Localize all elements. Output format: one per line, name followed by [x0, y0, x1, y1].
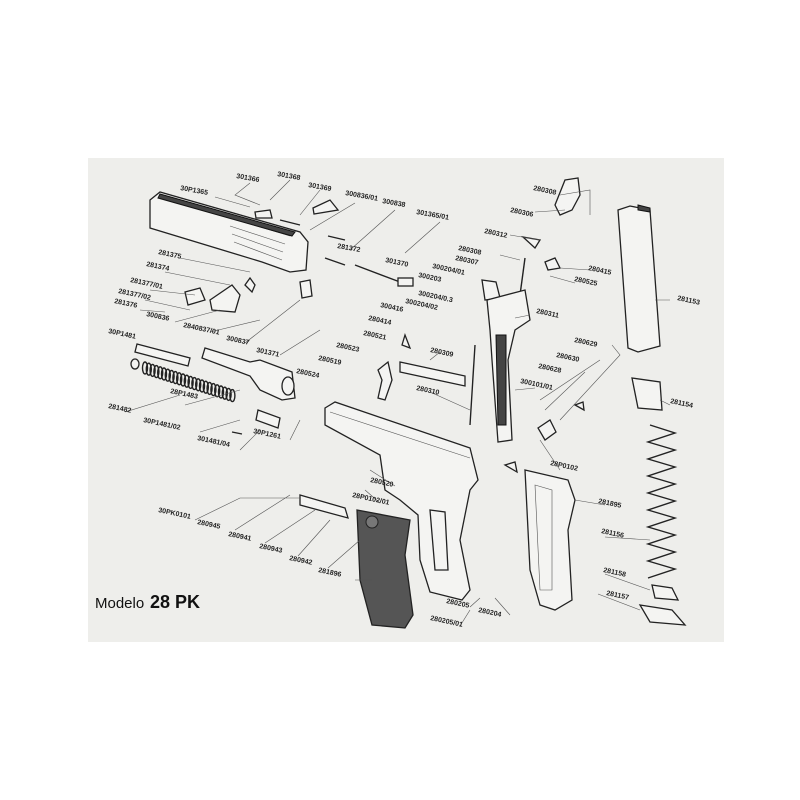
part-label: 300838: [382, 198, 406, 209]
recoil-spring-coil: [156, 366, 164, 380]
part-label: 301366: [236, 173, 260, 184]
part-label: 280524: [296, 368, 320, 380]
magazine-spring: [645, 424, 678, 579]
part-label: 280311: [536, 308, 560, 320]
part-label: 280942: [289, 555, 313, 567]
recoil-spring-coil: [141, 361, 149, 375]
part-label: 281482: [108, 403, 132, 415]
part-label: 280628: [538, 363, 562, 375]
recoil-spring-coil: [202, 380, 210, 394]
recoil-spring-coil: [187, 375, 194, 390]
part-label: 301371: [256, 347, 280, 359]
part-label: 280943: [259, 543, 283, 555]
recoil-spring-coil: [149, 363, 156, 378]
right-grip-panel: [524, 469, 576, 611]
part-label: 281157: [606, 590, 630, 602]
part-label: 280525: [574, 276, 598, 288]
recoil-spring-coil: [229, 388, 236, 403]
part-label: 301370: [385, 257, 409, 269]
part-label: 280414: [368, 315, 392, 327]
part-label: 280941: [228, 531, 252, 543]
part-label: 301368: [277, 171, 301, 182]
barrel-part: [201, 347, 296, 401]
part-label: 300416: [380, 302, 404, 314]
part-label: 280308: [458, 245, 482, 257]
part-label: 301369: [308, 182, 332, 193]
part-label: 281154: [670, 398, 694, 410]
recoil-spring-coil: [206, 381, 213, 396]
recoil-spring-coil: [225, 387, 232, 402]
rear-sight-parts: [254, 199, 414, 287]
part-label: 280306: [510, 207, 534, 219]
part-label: 281153: [677, 295, 701, 307]
recoil-spring-coil: [172, 370, 179, 385]
recoil-spring-coil: [164, 368, 172, 382]
recoil-spring-coil: [179, 373, 187, 387]
extractor-firing-pin-parts: [184, 276, 313, 313]
recoil-spring-coil: [213, 384, 221, 398]
part-label: 280523: [336, 342, 360, 354]
part-label: 281376: [114, 298, 138, 310]
part-label: 280415: [588, 265, 612, 277]
part-label: 300837: [226, 335, 250, 347]
recoil-spring-coil: [210, 382, 217, 397]
disconnector-parts: [503, 401, 585, 474]
backstrap-part: [486, 289, 531, 443]
part-label: 280308: [533, 185, 557, 197]
part-label: 30P1365: [180, 185, 209, 197]
trigger-parts: [377, 332, 466, 401]
recoil-spring-coil: [160, 367, 168, 381]
part-label: 280521: [363, 330, 387, 342]
part-label: 281895: [598, 498, 622, 510]
recoil-spring-coil: [191, 376, 198, 391]
recoil-spring-coil: [198, 379, 206, 393]
part-label: 280312: [484, 228, 508, 240]
part-label: 281375: [158, 249, 182, 261]
part-label: 280204: [478, 607, 502, 619]
model-number: 28 PK: [150, 592, 200, 612]
recoil-spring-coil: [183, 374, 191, 388]
part-label: 280630: [556, 352, 580, 364]
part-label: 280519: [318, 355, 342, 367]
part-label: 280309: [430, 347, 454, 359]
leader-lines: [124, 179, 671, 627]
part-label: 300836: [146, 311, 170, 323]
left-grip-panel: [356, 509, 414, 629]
recoil-spring-coil: [168, 369, 175, 384]
part-label: 300203: [418, 272, 442, 284]
recoil-spring-coil: [217, 385, 225, 399]
part-label: 281896: [318, 567, 342, 579]
part-label: 281374: [146, 261, 170, 273]
slide-part: [149, 191, 309, 273]
part-label: 280310: [416, 385, 440, 397]
part-label: 280307: [455, 255, 479, 267]
part-label: 280945: [197, 519, 221, 531]
recoil-spring-coil: [194, 378, 202, 392]
frame-part: [299, 401, 479, 601]
part-label: 281372: [337, 243, 361, 254]
part-label: 281158: [603, 567, 627, 579]
recoil-spring-coil: [145, 362, 153, 376]
model-title: Modelo 28 PK: [95, 592, 200, 612]
recoil-spring-assembly: [130, 343, 281, 435]
part-label: 280205: [446, 598, 470, 610]
model-word: Modelo: [95, 595, 144, 612]
part-label: 280520: [370, 477, 394, 489]
magazine-part: [617, 204, 687, 626]
part-label: 280629: [574, 337, 598, 349]
recoil-spring-coil: [175, 372, 183, 386]
part-label: 281156: [601, 528, 625, 540]
recoil-spring-coil: [153, 364, 160, 379]
